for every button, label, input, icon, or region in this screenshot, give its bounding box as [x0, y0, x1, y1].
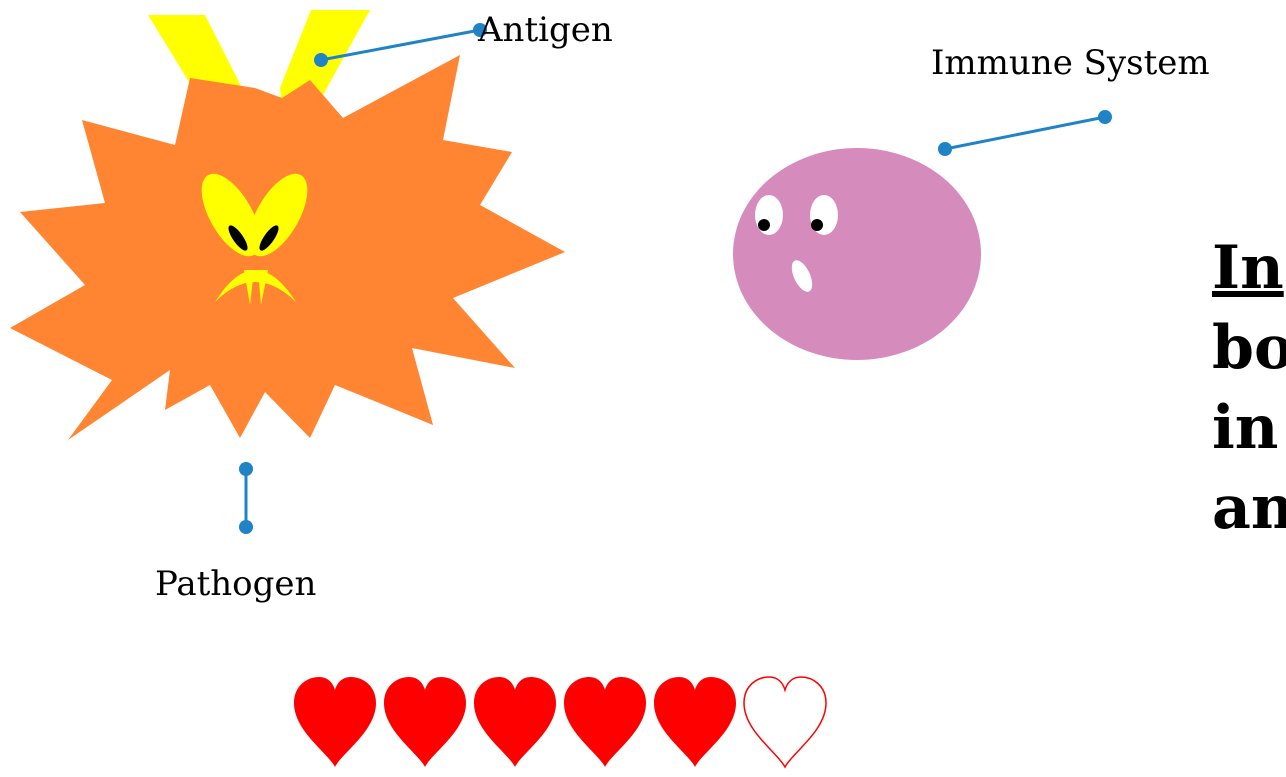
heart-full-icon	[380, 675, 470, 771]
pathogen-callout	[239, 462, 253, 534]
heart-full-icon	[470, 675, 560, 771]
heart-full-icon	[560, 675, 650, 771]
side-text-line-3: in	[1212, 388, 1286, 468]
pathogen-body	[10, 55, 565, 440]
heart-full-shape	[564, 677, 646, 767]
health-hearts	[290, 675, 830, 771]
immune-callout-dot-end	[1098, 110, 1112, 124]
pathogen-callout-dot-end	[239, 520, 253, 534]
immune-cell-left-eye	[755, 195, 783, 235]
side-text-block: In bo in an	[1212, 228, 1286, 548]
immune-cell-right-pupil	[811, 219, 823, 231]
heart-empty-shape	[744, 677, 826, 767]
antigen-label: Antigen	[478, 10, 613, 50]
heart-full-icon	[650, 675, 740, 771]
heart-full-shape	[384, 677, 466, 767]
heart-full-shape	[654, 677, 736, 767]
antigen-callout-dot-start	[314, 53, 328, 67]
pathogen-callout-dot-start	[239, 462, 253, 476]
immune-callout	[938, 110, 1112, 156]
immune-callout-dot-start	[938, 142, 952, 156]
side-text-line-4: an	[1212, 468, 1286, 548]
heart-empty-icon	[740, 675, 830, 771]
heart-full-shape	[474, 677, 556, 767]
immune-cell-left-pupil	[758, 219, 770, 231]
immune-system-label: Immune System	[931, 43, 1210, 83]
heart-full-shape	[294, 677, 376, 767]
side-text-line-2: bo	[1212, 308, 1286, 388]
immune-cell-body	[733, 148, 981, 360]
heart-full-icon	[290, 675, 380, 771]
side-text-line-1: In	[1212, 228, 1286, 308]
immune-cell	[733, 148, 981, 360]
pathogen-label: Pathogen	[155, 564, 316, 604]
